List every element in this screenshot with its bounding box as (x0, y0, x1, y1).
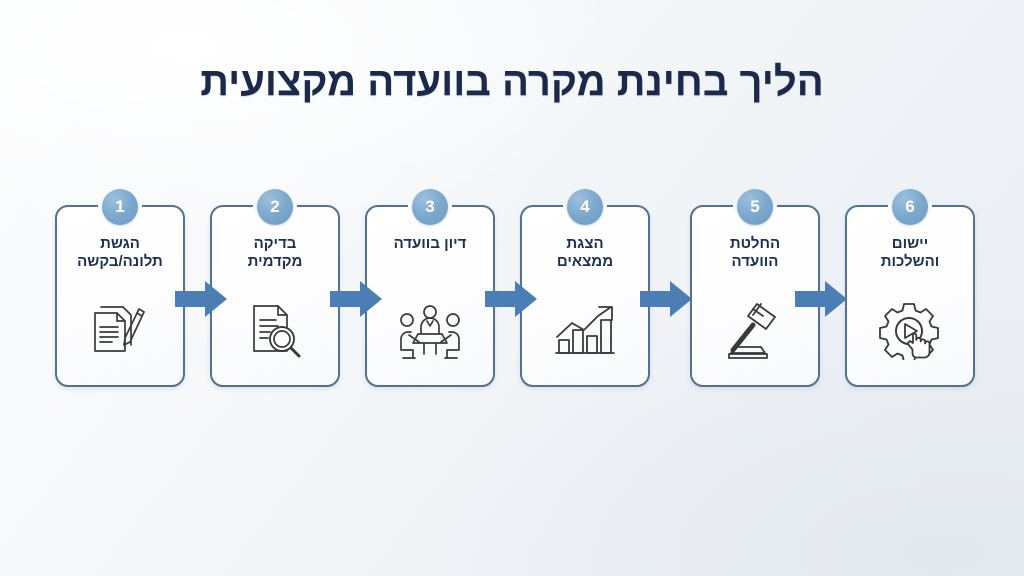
gavel-icon (692, 299, 818, 363)
step-label-line: הצגת (566, 235, 604, 252)
step-number-badge-3: 3 (412, 189, 448, 225)
page-title: הליך בחינת מקרה בוועדה מקצועית (200, 60, 824, 104)
step-label-4: הצגת ממצאים (528, 235, 642, 272)
step-label-line: ממצאים (556, 253, 614, 271)
step-label-line: בדיקה (253, 235, 297, 252)
step-label-line: תלונה/בקשה (77, 253, 163, 271)
flow-arrow-4 (640, 279, 692, 319)
process-flow: 1 הגשת תלונה/בקשה 2 בדיק (0, 189, 1024, 387)
step-label-line: והשלכות (880, 253, 940, 271)
document-magnifier-icon (212, 299, 338, 363)
step-label-6: יישום והשלכות (853, 235, 967, 272)
step-number-badge-6: 6 (892, 189, 928, 225)
flow-arrow-2 (330, 279, 382, 319)
process-step-1[interactable]: 1 הגשת תלונה/בקשה (55, 189, 185, 387)
step-label-1: הגשת תלונה/בקשה (63, 235, 177, 272)
flow-arrow-3 (485, 279, 537, 319)
step-label-line: דיון בוועדה (393, 235, 467, 252)
process-step-3[interactable]: 3 דיון בוועדה (365, 189, 495, 387)
process-step-6[interactable]: 6 יישום והשלכות (845, 189, 975, 387)
step-label-line: הוועדה (731, 253, 779, 271)
bar-chart-growth-icon (522, 299, 648, 363)
step-number-badge-2: 2 (257, 189, 293, 225)
step-label-line: יישום (891, 235, 929, 252)
step-number-badge-5: 5 (737, 189, 773, 225)
step-label-3: דיון בוועדה (373, 235, 487, 253)
documents-with-pen-icon (57, 299, 183, 363)
step-number-badge-1: 1 (102, 189, 138, 225)
step-label-line: הגשת (100, 235, 140, 252)
process-step-4[interactable]: 4 הצגת ממצאים (520, 189, 650, 387)
process-step-5[interactable]: 5 החלטת הוועדה (690, 189, 820, 387)
committee-meeting-icon (367, 299, 493, 363)
step-label-2: בדיקה מקדמית (218, 235, 332, 272)
flow-arrow-1 (175, 279, 227, 319)
flow-arrow-5 (795, 279, 847, 319)
step-label-5: החלטת הוועדה (698, 235, 812, 272)
step-number-badge-4: 4 (567, 189, 603, 225)
step-label-line: החלטת (729, 235, 781, 252)
step-label-line: מקדמית (247, 253, 303, 271)
process-step-2[interactable]: 2 בדיקה מקדמית (210, 189, 340, 387)
gear-play-cursor-icon (847, 299, 973, 363)
